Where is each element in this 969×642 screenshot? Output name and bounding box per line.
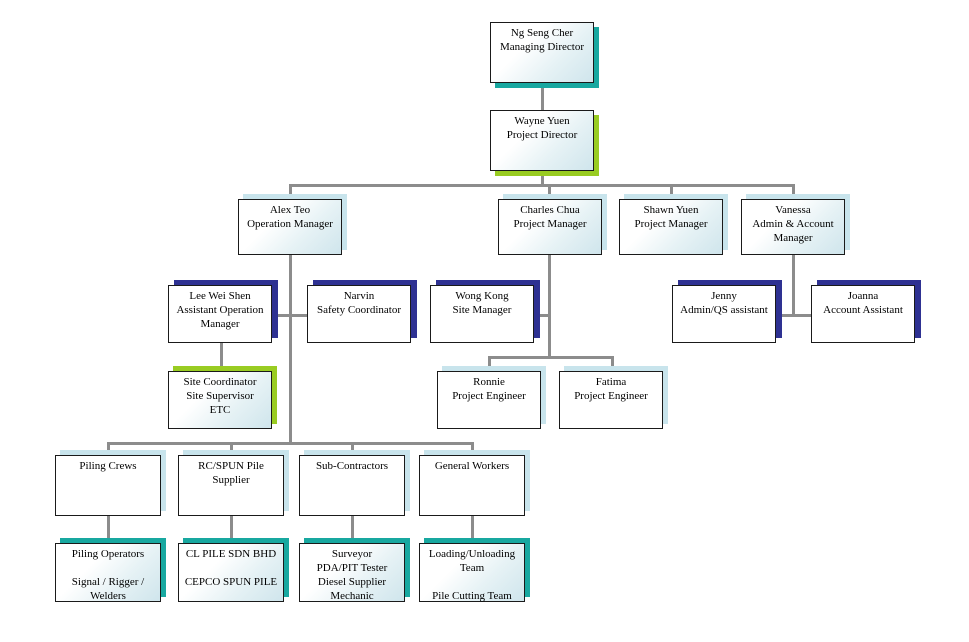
node-site-manager: Wong Kong Site Manager	[430, 285, 534, 343]
node-pile-suppliers: CL PILE SDN BHD CEPCO SPUN PILE	[178, 543, 284, 602]
node-safety-coordinator: Narvin Safety Coordinator	[307, 285, 411, 343]
node-general-worker-teams: Loading/Unloading Team Pile Cutting Team	[419, 543, 525, 602]
node-label: Surveyor PDA/PIT Tester Diesel Supplier …	[316, 548, 388, 602]
connector-line	[351, 515, 354, 543]
node-label: Site Coordinator Site Supervisor ETC	[183, 376, 257, 416]
node-assistant-operation-manager: Lee Wei Shen Assistant Operation Manager	[168, 285, 272, 343]
node-site-coordinator: Site Coordinator Site Supervisor ETC	[168, 371, 272, 429]
connector-line	[611, 356, 614, 371]
node-label: Joanna Account Assistant	[823, 290, 903, 316]
node-managing-director: Ng Seng Cher Managing Director	[490, 22, 594, 83]
connector-line	[107, 515, 110, 543]
connector-line	[541, 82, 544, 110]
node-sub-contractors: Sub-Contractors	[299, 455, 405, 516]
node-label: Wayne Yuen Project Director	[506, 115, 578, 141]
connector-line	[792, 255, 795, 316]
connector-line	[471, 442, 474, 455]
node-label: Sub-Contractors	[315, 460, 389, 472]
connector-line	[230, 442, 233, 455]
connector-line	[488, 356, 491, 371]
connector-line	[230, 515, 233, 543]
node-label: Alex Teo Operation Manager	[247, 204, 333, 230]
connector-line	[548, 184, 551, 199]
connector-line	[777, 314, 813, 317]
connector-line	[541, 170, 544, 186]
node-label: Lee Wei Shen Assistant Operation Manager	[176, 290, 264, 330]
node-label: Piling Crews	[79, 460, 137, 472]
connector-line	[274, 314, 308, 317]
node-piling-operators: Piling Operators Signal / Rigger / Welde…	[55, 543, 161, 602]
node-project-director: Wayne Yuen Project Director	[490, 110, 594, 171]
connector-line	[488, 356, 614, 359]
node-label: Fatima Project Engineer	[574, 376, 648, 402]
node-label: Vanessa Admin & Account Manager	[752, 204, 834, 244]
node-label: Charles Chua Project Manager	[513, 204, 587, 230]
connector-line	[471, 515, 474, 543]
node-project-manager-charles: Charles Chua Project Manager	[498, 199, 602, 255]
connector-line	[351, 442, 354, 455]
node-piling-crews: Piling Crews	[55, 455, 161, 516]
node-label: Ng Seng Cher Managing Director	[500, 27, 584, 53]
node-label: Jenny Admin/QS assistant	[680, 290, 768, 316]
connector-line	[536, 314, 549, 317]
connector-line	[792, 184, 795, 199]
node-label: CL PILE SDN BHD CEPCO SPUN PILE	[184, 548, 278, 588]
node-label: Wong Kong Site Manager	[452, 290, 512, 316]
connector-line	[548, 255, 551, 358]
connector-line	[289, 254, 292, 444]
node-project-engineer-ronnie: Ronnie Project Engineer	[437, 371, 541, 429]
node-rc-spun-pile-supplier: RC/SPUN Pile Supplier	[178, 455, 284, 516]
node-label: Ronnie Project Engineer	[452, 376, 526, 402]
node-general-workers: General Workers	[419, 455, 525, 516]
node-admin-qs-assistant: Jenny Admin/QS assistant	[672, 285, 776, 343]
connector-line	[220, 343, 223, 370]
node-label: RC/SPUN Pile Supplier	[198, 460, 264, 486]
node-label: Shawn Yuen Project Manager	[634, 204, 708, 230]
connector-line	[670, 184, 673, 199]
node-label: Loading/Unloading Team Pile Cutting Team	[428, 548, 516, 602]
node-admin-account-manager: Vanessa Admin & Account Manager	[741, 199, 845, 255]
connector-line	[107, 442, 474, 445]
connector-line	[107, 442, 110, 455]
node-project-manager-shawn: Shawn Yuen Project Manager	[619, 199, 723, 255]
connector-line	[289, 184, 794, 187]
node-label: Piling Operators Signal / Rigger / Welde…	[71, 548, 145, 602]
connector-line	[289, 184, 292, 199]
node-operation-manager: Alex Teo Operation Manager	[238, 199, 342, 255]
node-sub-contractor-list: Surveyor PDA/PIT Tester Diesel Supplier …	[299, 543, 405, 602]
node-label: Narvin Safety Coordinator	[316, 290, 401, 316]
node-account-assistant: Joanna Account Assistant	[811, 285, 915, 343]
node-label: General Workers	[434, 460, 510, 472]
node-project-engineer-fatima: Fatima Project Engineer	[559, 371, 663, 429]
